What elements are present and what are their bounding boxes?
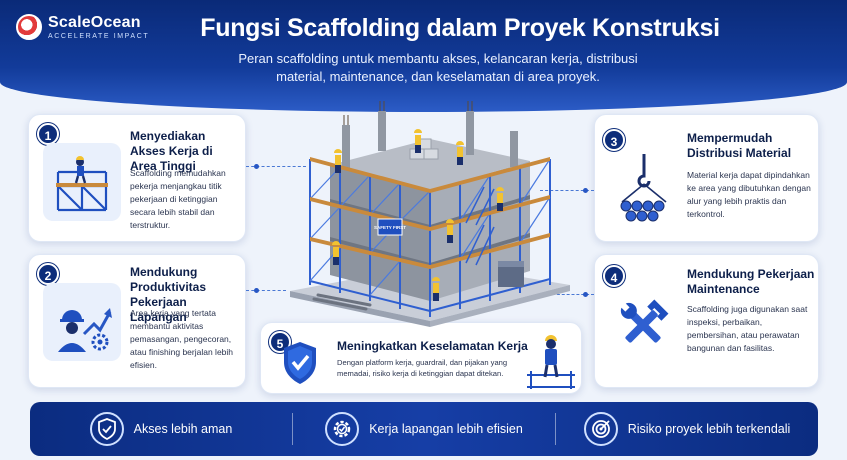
shield-check-icon xyxy=(89,412,124,446)
worker xyxy=(332,241,340,265)
connector-dot xyxy=(254,288,259,293)
benefit-label: Kerja lapangan lebih efisien xyxy=(369,422,523,436)
worker-on-guardrail-icon xyxy=(527,335,575,389)
page-title: Fungsi Scaffolding dalam Proyek Konstruk… xyxy=(200,14,720,42)
worker xyxy=(334,149,342,173)
divider xyxy=(292,413,293,445)
card-title: Menyediakan Akses Kerja di Area Tinggi xyxy=(130,129,213,173)
card-title: Mendukung Produktivitas Pekerjaan Lapang… xyxy=(130,265,207,324)
logo-tagline: ACCELERATE IMPACT xyxy=(48,33,150,40)
connector-line xyxy=(246,166,306,167)
card-number: 1 xyxy=(37,123,59,145)
card-description: Scaffolding memudahkan pekerja menjangka… xyxy=(130,168,226,230)
card-description: Material kerja dapat dipindahkan ke area… xyxy=(687,170,811,219)
connector-line xyxy=(246,290,286,291)
benefit-label: Akses lebih aman xyxy=(133,422,233,436)
logo[interactable]: ScaleOcean ACCELERATE IMPACT xyxy=(16,14,149,40)
card-maintenance: 4 Mendukung Pekerjaan Maintenance Scaffo… xyxy=(594,254,819,388)
logo-name: ScaleOcean xyxy=(48,14,141,31)
card-description: Area kerja yang tertata membantu aktivit… xyxy=(130,308,234,370)
card-produktivitas: 2 Mendukung Produktivitas Pekerjaan Lapa… xyxy=(28,254,246,388)
shield-check-icon xyxy=(277,337,323,389)
card-title: Meningkatkan Keselamatan Kerja xyxy=(337,339,528,353)
worker xyxy=(496,187,504,211)
worker xyxy=(456,141,464,165)
worker xyxy=(432,277,440,301)
worker-productivity-icon xyxy=(43,283,121,361)
page-subtitle: Peran scaffolding untuk membantu akses, … xyxy=(238,51,638,84)
benefit-kerja-efisien: Kerja lapangan lebih efisien xyxy=(293,412,555,446)
card-description: Dengan platform kerja, guardrail, dan pi… xyxy=(337,358,508,378)
connector-line xyxy=(552,294,594,295)
divider xyxy=(555,413,556,445)
card-number: 2 xyxy=(37,263,59,285)
card-akses-tinggi: 1 Menyediakan Akses Kerja di Area Tinggi… xyxy=(28,114,246,242)
safety-first-sign: SAFETY FIRST xyxy=(374,225,406,230)
crane-hook-pipes-icon xyxy=(609,153,679,233)
card-description: Scaffolding juga digunakan saat inspeksi… xyxy=(687,304,808,353)
connector-dot xyxy=(583,188,588,193)
card-number: 3 xyxy=(603,129,625,151)
connector-line xyxy=(540,190,594,191)
benefit-risiko-terkendali: Risiko proyek lebih terkendali xyxy=(556,412,818,446)
card-title: Mendukung Pekerjaan Maintenance xyxy=(687,267,815,296)
card-keselamatan: 5 Meningkatkan Keselamatan Kerja Dengan … xyxy=(260,322,582,394)
worker xyxy=(446,219,454,243)
worker-on-scaffold-icon xyxy=(43,143,121,221)
card-distribusi-material: 3 Mempermudah Distribusi Material Materi… xyxy=(594,114,819,242)
scaffold-building-illustration: SAFETY FIRST xyxy=(270,95,580,327)
wrench-tools-icon xyxy=(607,289,679,361)
header-banner: ScaleOcean ACCELERATE IMPACT Fungsi Scaf… xyxy=(0,0,847,112)
benefit-bar: Akses lebih aman Kerja lapangan lebih ef… xyxy=(30,402,818,456)
logo-icon xyxy=(16,14,42,40)
target-icon xyxy=(583,412,618,446)
connector-dot xyxy=(254,164,259,169)
card-number: 4 xyxy=(603,265,625,287)
card-title: Mempermudah Distribusi Material xyxy=(687,131,792,160)
gear-check-icon xyxy=(325,412,360,446)
connector-dot xyxy=(583,292,588,297)
benefit-akses-aman: Akses lebih aman xyxy=(30,412,292,446)
benefit-label: Risiko proyek lebih terkendali xyxy=(627,422,791,436)
worker xyxy=(414,129,422,153)
